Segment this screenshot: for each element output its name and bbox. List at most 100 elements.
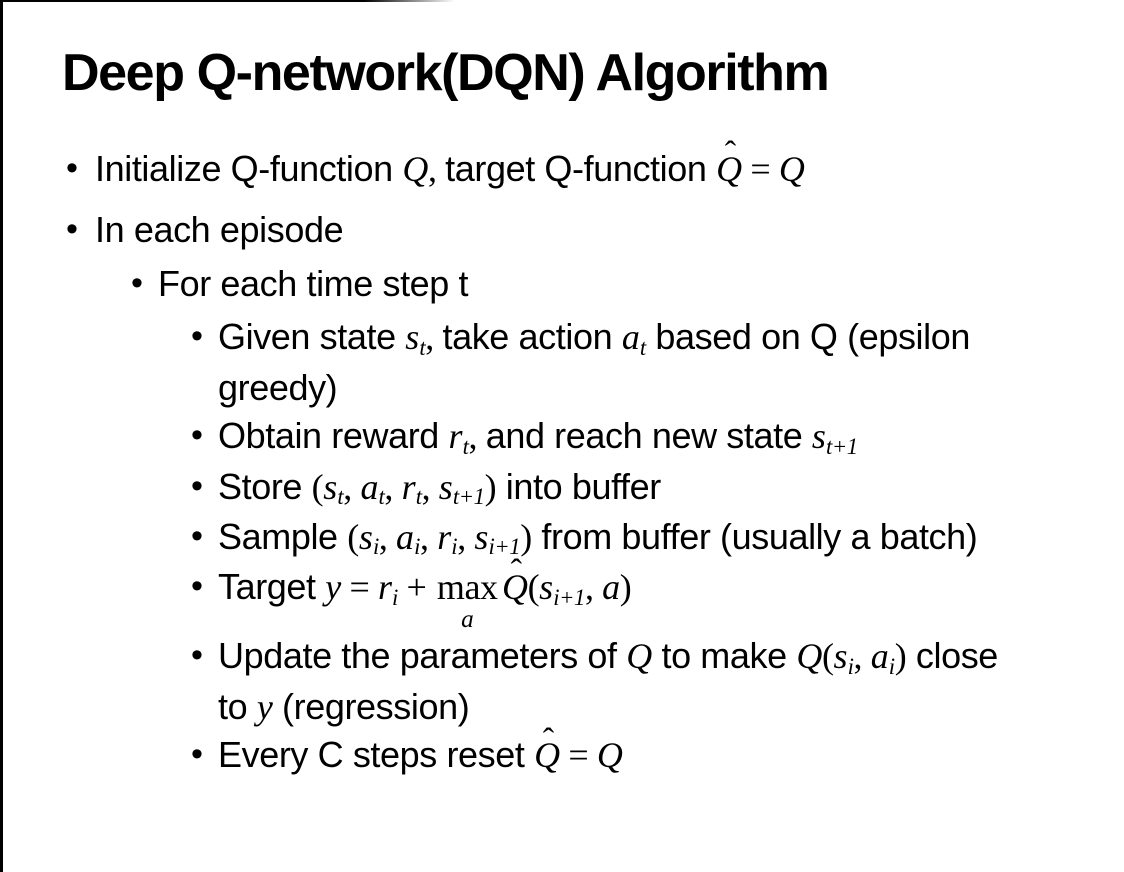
bullet-item-level-3: • Obtain reward rt, and reach new state s… [0,412,1124,462]
text-run: Store [218,465,312,507]
math-variable-subscripted: at [621,317,646,361]
math-subscript: i+1 [553,584,585,610]
math-variable-subscripted: ai [870,636,895,679]
bullet-text: Given state st, take action at based on … [218,316,970,407]
bullet-item-level-1: • In each episode [0,206,1124,255]
math-variable-subscripted: at [360,466,385,510]
math-run: = [741,148,779,189]
math-subscript: t [462,433,469,459]
bullet-item-level-3: • Update the parameters of Q to make Q(si… [0,632,1124,731]
math-run: ( [527,567,540,608]
math-subscript: i [451,534,458,560]
math-variable: a [602,567,620,608]
math-run: , [457,516,475,557]
math-subscript: t [419,335,426,361]
slide-left-border [0,0,3,872]
math-subscript: i [392,584,398,610]
text-run: For each time step t [158,262,469,304]
math-run: , [468,416,486,457]
operator-name: max [436,567,498,608]
math-run: , [425,317,443,358]
math-variable: y [256,686,273,727]
text-run: Initialize Q-function [95,147,403,189]
math-run: , [427,148,446,189]
bullet-marker: • [191,735,203,774]
bullet-marker: • [66,148,78,187]
math-run: ) [894,636,907,677]
math-subscript: i [847,653,854,679]
text-run: (regression) [272,685,470,727]
bullet-text: Obtain reward rt, and reach new state st… [218,415,858,459]
bullet-marker: • [191,516,203,555]
text-run: Sample [218,515,348,557]
math-run: ( [821,636,834,677]
math-subscript: i [414,534,421,560]
bullet-list: • Initialize Q-function Q, target Q-funct… [0,135,1124,780]
math-variable-subscripted: st [405,317,426,361]
operator-underscript: a [461,606,474,634]
math-subscript: t+1 [452,484,485,510]
math-variable-subscripted: ai [396,516,421,560]
math-variable-subscripted: si [833,636,854,679]
math-variable: Q [626,636,652,677]
hat-accent: ˆ [724,134,736,172]
bullet-marker: • [191,636,203,675]
math-variable: Q [796,636,822,677]
math-run: ) [619,567,632,608]
hat-accent: ˆ [542,721,554,759]
text-run: into buffer [496,465,661,507]
bullet-marker: • [191,416,203,455]
bullet-marker: • [191,317,203,356]
math-run: ( [347,516,359,557]
text-run: close [906,635,998,677]
math-run: , [421,466,439,507]
bullet-marker: • [66,210,78,249]
bullet-text: In each episode [95,209,344,250]
slide-top-border [0,0,455,2]
text-run: Update the parameters of [218,635,627,677]
text-run: greedy) [218,366,338,408]
bullet-text: Sample (si, ai, ri, si+1) from buffer (u… [218,515,978,560]
bullet-marker: • [191,466,203,505]
math-run: ) [484,466,497,507]
math-run: ) [520,516,532,557]
math-run: , [343,466,361,507]
text-run: Every C steps reset [218,734,535,776]
math-subscript: t [337,484,344,510]
math-subscript: i [888,653,895,679]
text-run: based on Q (epsilon [645,316,970,358]
math-subscript: t+1 [826,433,858,459]
text-run: take action [442,316,622,358]
math-run: , [420,516,438,557]
math-variable-subscripted: ri [437,516,458,560]
math-run: = [559,735,597,776]
math-subscript: t [415,484,422,510]
math-variable: Q [596,735,623,776]
math-variable-subscripted: si+1 [474,516,521,560]
bullet-item-level-3: • Sample (si, ai, ri, si+1) from buffer (… [0,513,1124,563]
math-variable-subscripted: st+1 [811,416,858,459]
text-run: Obtain reward [218,415,449,457]
math-subscript: i [372,534,379,560]
math-variable: Q [534,735,560,776]
math-variable: Q [501,567,528,608]
math-run: + [397,567,436,608]
math-variable-subscripted: st [323,466,344,510]
math-subscript: t [639,335,646,361]
hat-accent: ˆ [510,553,522,591]
bullet-text: Initialize Q-function Q, target Q-functi… [95,135,805,189]
bullet-text: Store (st, at, rt, st+1) into buffer [218,465,661,510]
bullet-text: Update the parameters of Q to make Q(si,… [218,635,998,726]
math-subscript: t [378,484,385,510]
math-variable-subscripted: st+1 [438,466,485,510]
bullet-marker: • [131,263,143,302]
page-title: Deep Q-network(DQN) Algorithm [62,44,830,102]
text-run: from buffer (usually a batch) [531,515,978,557]
math-run: , [853,636,871,677]
